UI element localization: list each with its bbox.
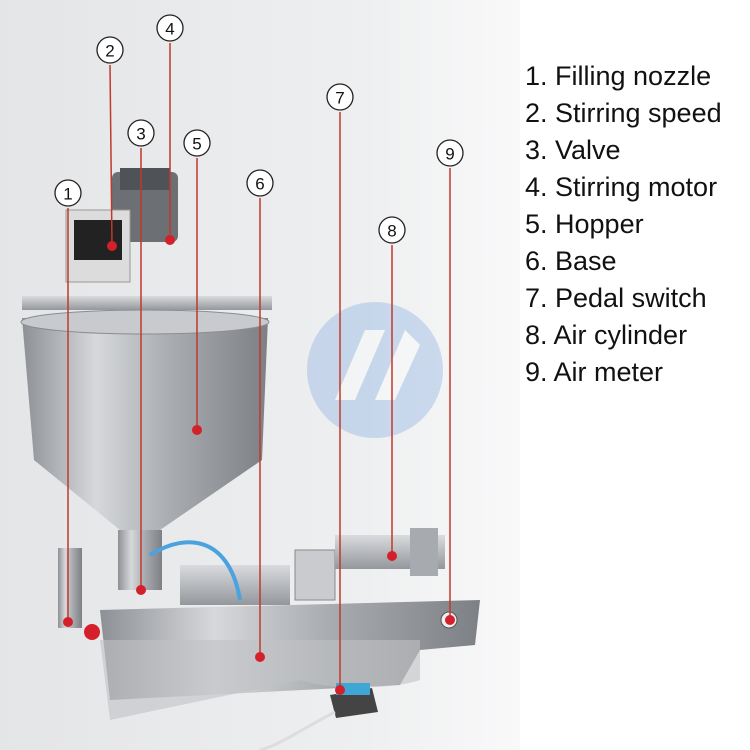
callout-2: 2 — [105, 42, 114, 61]
marker-6 — [255, 652, 265, 662]
legend-item: 4. Stirring motor — [525, 172, 718, 202]
marker-7 — [335, 685, 345, 695]
marker-1 — [63, 617, 73, 627]
legend-item: 5. Hopper — [525, 209, 644, 239]
marker-5 — [192, 425, 202, 435]
callout-8: 8 — [387, 222, 396, 241]
marker-2 — [107, 241, 117, 251]
stirring-motor — [65, 168, 178, 283]
legend-item: 3. Valve — [525, 135, 621, 165]
callout-4: 4 — [165, 20, 174, 39]
machine-photo: 1 2 3 4 5 6 7 8 9 — [0, 0, 520, 750]
callout-1: 1 — [63, 185, 72, 204]
watermark-logo — [307, 302, 443, 438]
marker-4 — [165, 235, 175, 245]
marker-8 — [387, 551, 397, 561]
hopper — [22, 318, 268, 530]
legend-item: 7. Pedal switch — [525, 283, 707, 313]
callout-5: 5 — [192, 135, 201, 154]
legend-item: 1. Filling nozzle — [525, 61, 712, 91]
marker-3 — [136, 585, 146, 595]
filling-nozzle — [58, 548, 82, 628]
parts-legend: 1. Filling nozzle 2. Stirring speed 3. V… — [525, 58, 722, 391]
legend-item: 2. Stirring speed — [525, 98, 722, 128]
legend-item: 8. Air cylinder — [525, 320, 688, 350]
legend-item: 6. Base — [525, 246, 617, 276]
callout-9: 9 — [445, 145, 454, 164]
callout-6: 6 — [255, 175, 264, 194]
callout-3: 3 — [136, 125, 145, 144]
top-plate — [22, 296, 272, 310]
callout-7: 7 — [335, 89, 344, 108]
legend-item: 9. Air meter — [525, 357, 664, 387]
marker-9 — [445, 615, 455, 625]
